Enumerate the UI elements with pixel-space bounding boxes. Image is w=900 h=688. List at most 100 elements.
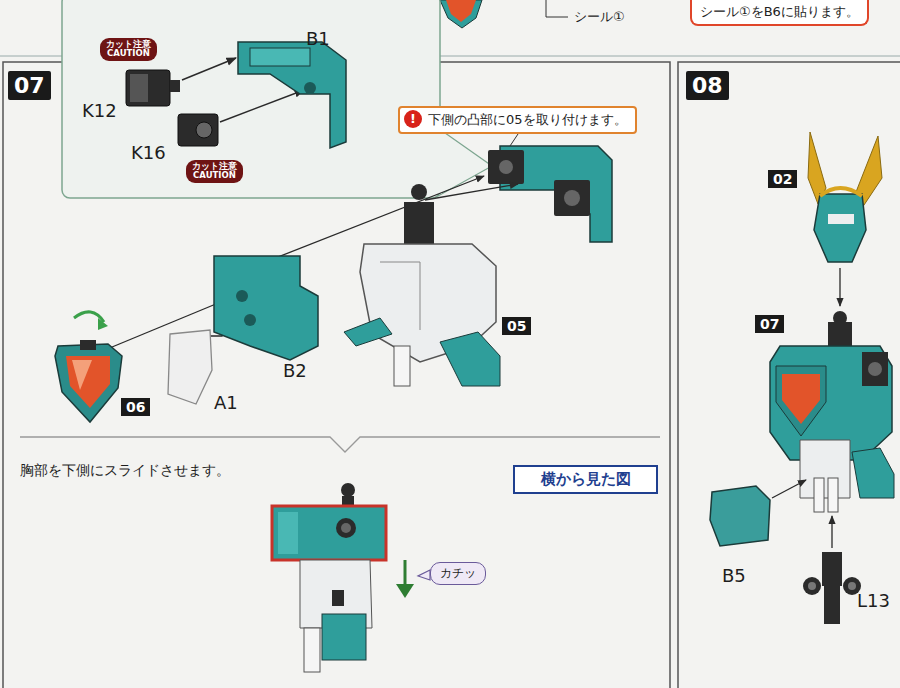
side-view <box>336 518 356 538</box>
detail-inset <box>436 130 442 194</box>
part-06 <box>98 318 108 330</box>
step-panels <box>678 62 900 688</box>
slide-arrow <box>396 584 414 598</box>
top-strip <box>440 0 482 28</box>
part-chest <box>554 180 590 216</box>
part-a1 <box>168 330 212 404</box>
part-b5 <box>772 480 806 498</box>
part-k12 <box>182 58 236 80</box>
box-text: カット注意 CAUTION <box>192 161 237 180</box>
part-number: 05 <box>502 317 531 335</box>
part-07-body <box>770 311 894 512</box>
top-strip <box>546 0 568 17</box>
box-text: 02 <box>773 171 792 187</box>
part-07-body <box>852 448 894 498</box>
box-text: 08 <box>692 73 723 98</box>
box-text: シール①をB6に貼ります。 <box>700 4 859 19</box>
side-view <box>322 614 366 660</box>
part-label: B1 <box>306 28 330 49</box>
part-07-body <box>814 478 824 512</box>
box-text: 横から見た図 <box>541 470 631 488</box>
part-05 <box>344 318 392 346</box>
part-02-helmet <box>820 188 862 196</box>
slide-arrow <box>418 570 430 580</box>
part-label: B2 <box>283 360 307 381</box>
part-k12 <box>130 74 148 102</box>
box-text: 下側の凸部に05を取り付けます。 <box>428 112 627 127</box>
view-label-box: 横から見た図 <box>513 465 658 494</box>
box-text: 07 <box>14 73 45 98</box>
part-l13 <box>831 516 832 548</box>
step-panels <box>3 62 900 688</box>
part-05 <box>344 184 500 386</box>
part-l13 <box>822 552 842 586</box>
part-05 <box>394 346 410 386</box>
part-02-helmet <box>814 194 866 262</box>
caution-badge: カット注意 CAUTION <box>186 160 243 183</box>
part-l13 <box>848 582 856 590</box>
top-strip <box>446 0 476 22</box>
section-separator <box>20 437 660 452</box>
section-separator <box>20 437 660 452</box>
part-k16 <box>178 90 304 146</box>
part-b2 <box>244 314 256 326</box>
part-07-body <box>828 322 852 348</box>
part-number: 07 <box>755 315 784 333</box>
part-b2 <box>214 256 318 360</box>
part-02-helmet <box>828 214 854 224</box>
part-k16 <box>220 90 304 122</box>
part-b5 <box>710 486 770 546</box>
part-number: 06 <box>121 398 150 416</box>
part-05 <box>404 202 434 246</box>
part-06 <box>55 312 122 422</box>
part-number: 02 <box>768 170 797 188</box>
slide-arrow <box>404 560 407 588</box>
part-l13 <box>803 577 821 595</box>
part-b1 <box>238 42 346 148</box>
part-chest <box>564 190 580 206</box>
side-view <box>272 483 386 672</box>
warning-icon: ! <box>404 110 422 128</box>
detail-inset <box>438 128 492 196</box>
part-b2 <box>236 290 248 302</box>
part-k12 <box>126 70 170 106</box>
box-text: カット注意 CAUTION <box>106 39 151 58</box>
part-b1 <box>250 48 310 66</box>
part-chest <box>488 128 612 242</box>
side-view <box>272 506 386 560</box>
part-06 <box>66 356 110 408</box>
note-callout: 下側の凸部に05を取り付けます。 <box>398 106 637 134</box>
part-07-body <box>782 374 820 424</box>
part-05 <box>440 332 500 386</box>
part-06 <box>80 340 96 350</box>
part-a1 <box>168 330 212 404</box>
part-b1 <box>238 42 346 148</box>
part-07-body <box>868 362 882 376</box>
step-number: 08 <box>686 71 729 100</box>
part-07-body <box>800 440 850 498</box>
part-k12 <box>126 58 236 106</box>
part-07-body <box>828 478 838 512</box>
part-05 <box>380 262 420 330</box>
part-label: K16 <box>131 142 166 163</box>
detail-inset <box>62 0 492 198</box>
box-text: 06 <box>126 399 145 415</box>
part-06 <box>55 344 122 422</box>
part-label: A1 <box>214 392 238 413</box>
sound-bubble: カチッ <box>430 562 486 585</box>
part-02-helmet <box>839 268 840 306</box>
part-l13 <box>824 586 840 624</box>
part-b2 <box>214 256 318 360</box>
assembly-arrows <box>425 184 518 200</box>
side-view <box>341 523 351 533</box>
box-text: 05 <box>507 318 526 334</box>
part-07-body <box>776 366 826 436</box>
part-05 <box>411 184 427 200</box>
part-l13 <box>803 516 861 624</box>
part-k12 <box>170 80 180 92</box>
part-k16 <box>196 122 212 138</box>
part-label: B5 <box>722 565 746 586</box>
part-k16 <box>178 114 218 146</box>
part-06 <box>72 360 92 390</box>
